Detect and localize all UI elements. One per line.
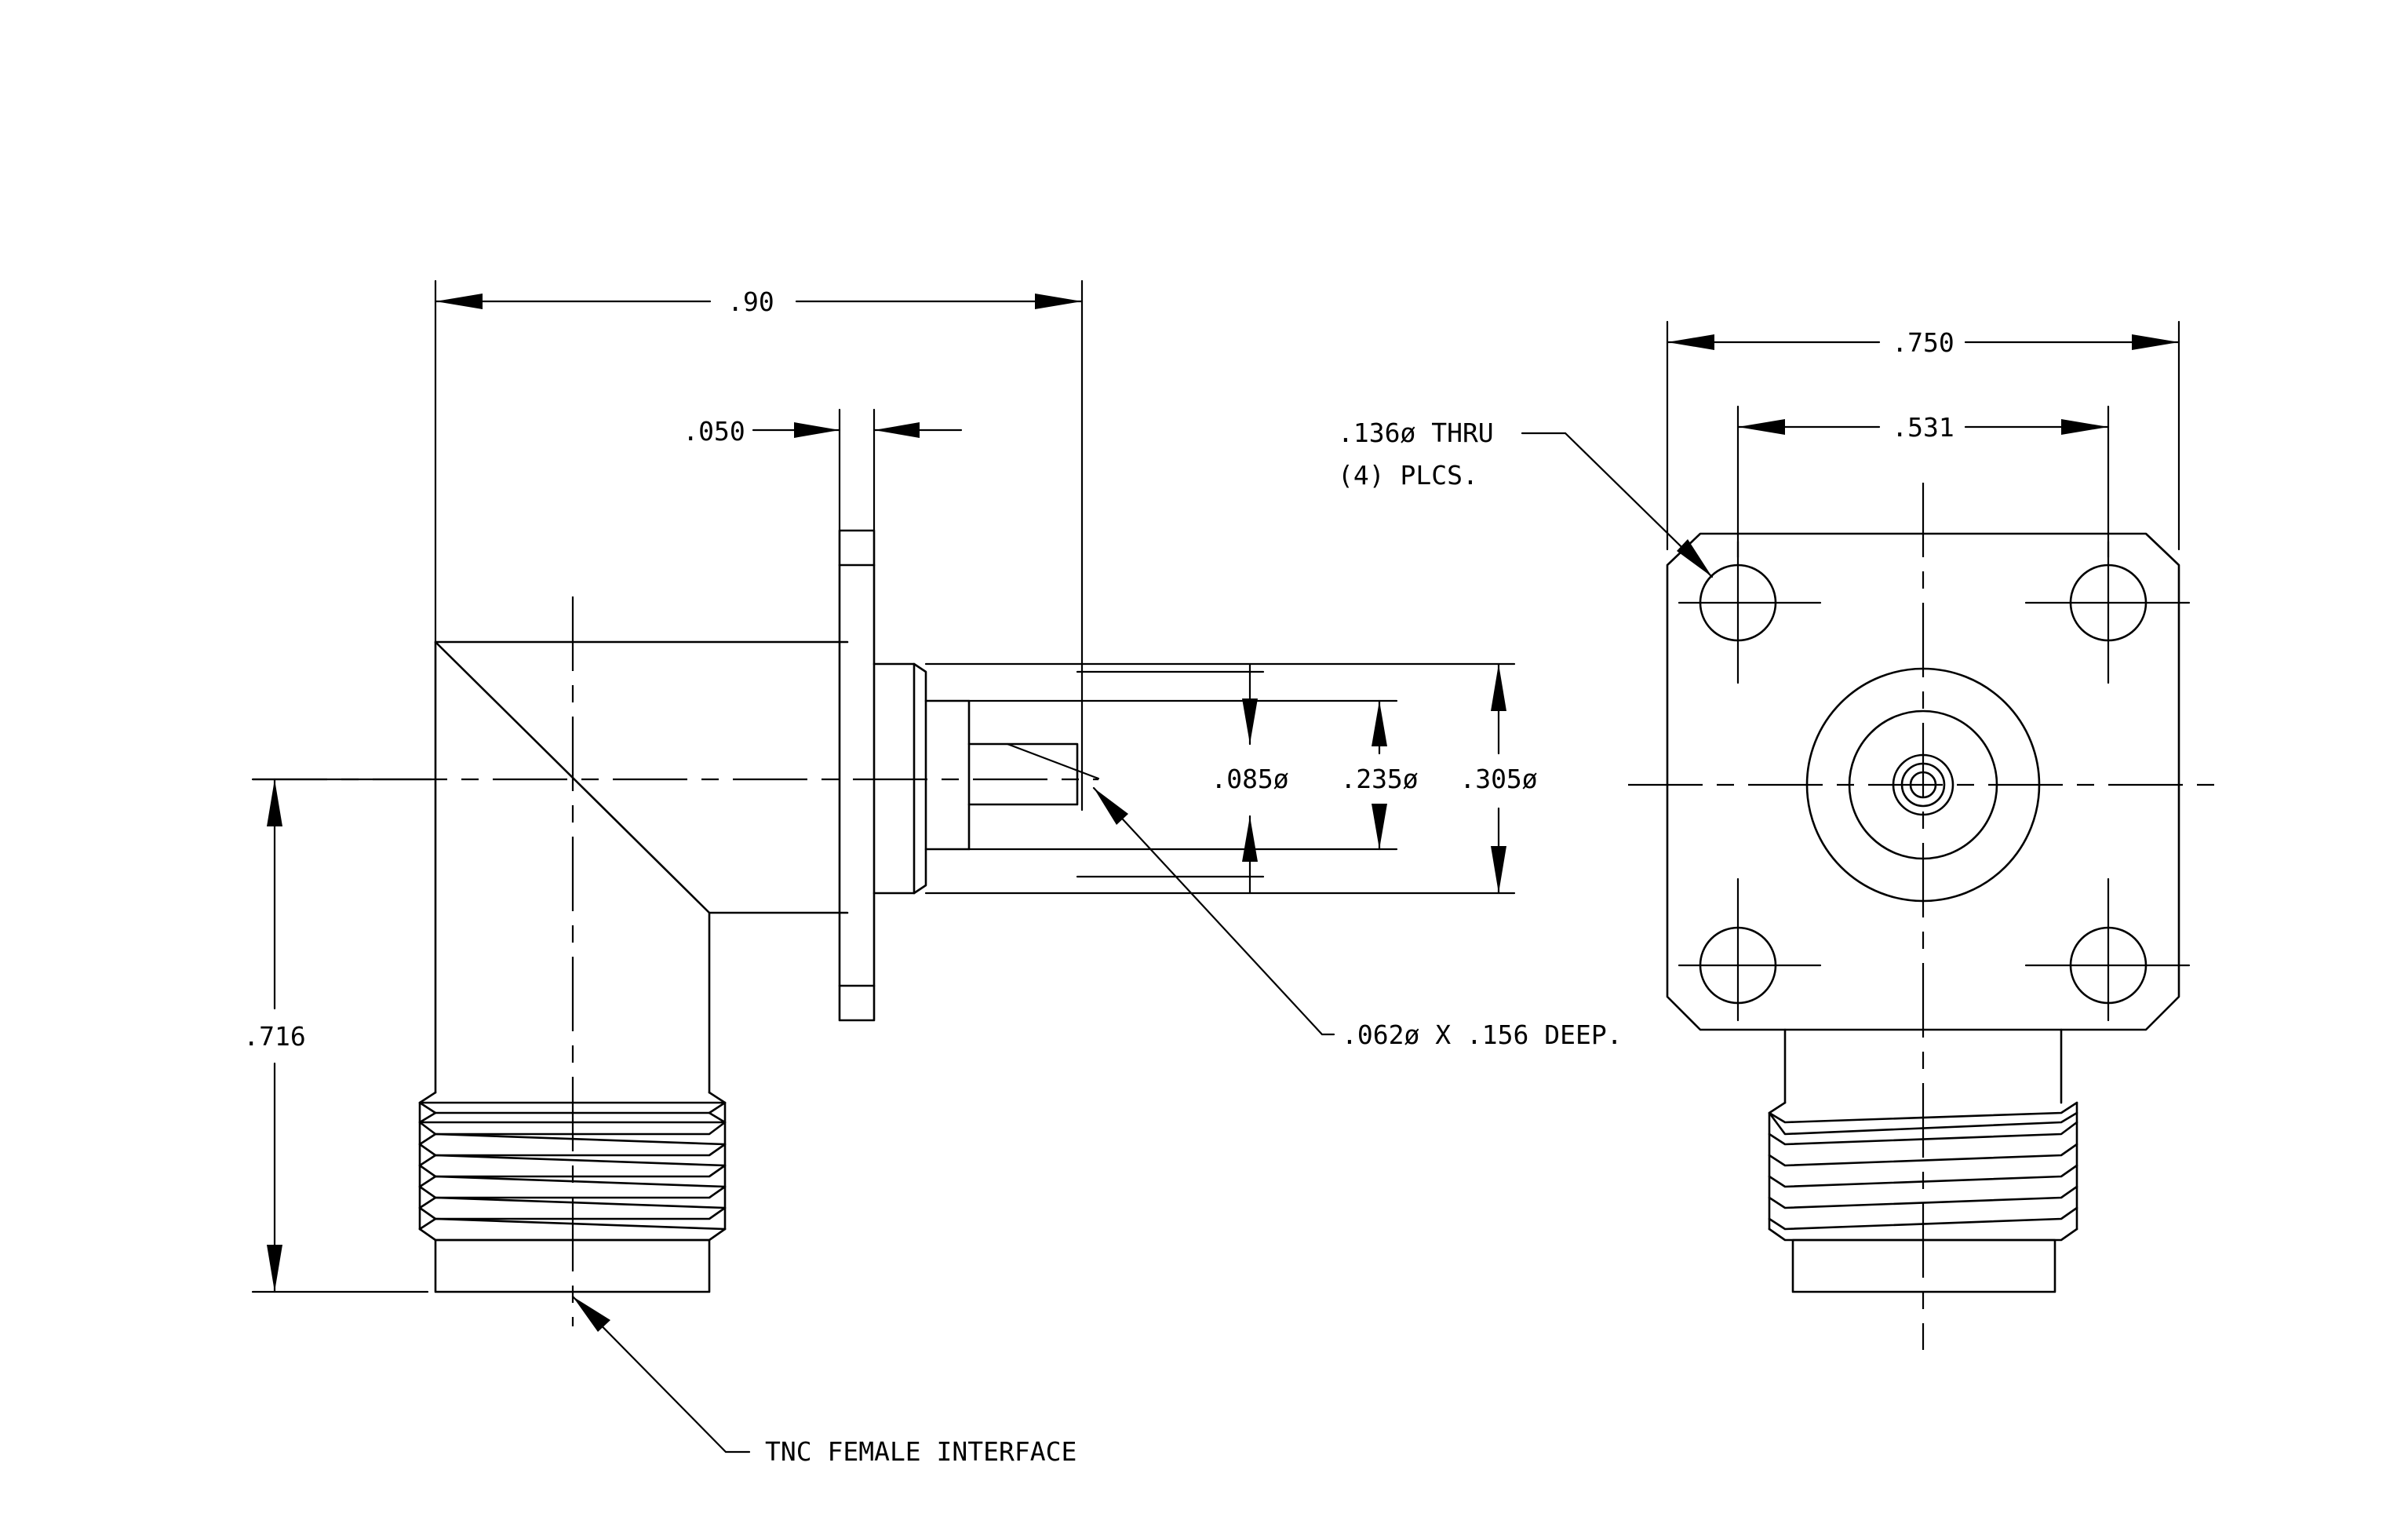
dim-overall-length: .90 <box>434 279 1084 812</box>
dim-body-dia: .305ø <box>1459 662 1538 895</box>
dim-hole-spacing: .531 <box>1736 405 2110 559</box>
dim-height: .716 <box>243 778 433 1293</box>
note-mount-holes-line2: (4) PLCS. <box>1338 460 1478 491</box>
note-mount-holes-line1: .136ø THRU <box>1338 418 1494 448</box>
dim-flange-thickness-label: .050 <box>683 416 745 447</box>
dim-height-label: .716 <box>243 1021 305 1052</box>
dim-pin-dia-label: .085ø <box>1211 764 1288 794</box>
dim-overall-length-label: .90 <box>727 286 774 317</box>
dim-insulator-dia-label: .235ø <box>1340 764 1418 794</box>
side-view <box>253 529 1516 1326</box>
side-body-outline <box>434 640 849 1094</box>
leader-hole-note: .062ø X .156 DEEP. <box>1092 786 1623 1050</box>
dim-flange-width-label: .750 <box>1892 327 1954 358</box>
dim-insulator-dia: .235ø <box>1340 699 1419 851</box>
leader-interface-note: TNC FEMALE INTERFACE <box>571 1295 1076 1467</box>
note-hole-label: .062ø X .156 DEEP. <box>1342 1019 1623 1050</box>
dim-pin-dia: .085ø <box>1211 662 1289 895</box>
leader-mount-holes: .136ø THRU (4) PLCS. <box>1338 418 1714 578</box>
mounting-holes <box>1678 540 2191 1022</box>
side-flange <box>838 529 876 1022</box>
dim-flange-width: .750 <box>1666 320 2180 551</box>
dim-flange-thickness: .050 <box>683 408 963 532</box>
dim-body-dia-label: .305ø <box>1459 764 1537 794</box>
front-flange-outline <box>1666 532 2180 1031</box>
note-interface-label: TNC FEMALE INTERFACE <box>765 1436 1076 1467</box>
front-view <box>1628 483 2228 1350</box>
dim-hole-spacing-label: .531 <box>1892 412 1954 443</box>
